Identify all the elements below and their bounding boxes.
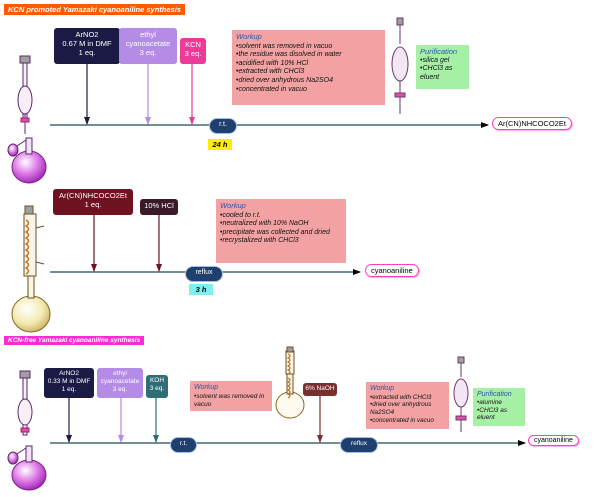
- workup-heading: Workup: [236, 32, 262, 41]
- time-badge: 24 h: [208, 139, 232, 150]
- workup-step: concentrated in vacuo: [236, 86, 381, 95]
- purification-step: alumine: [477, 399, 521, 407]
- product-label: cyanoaniline: [365, 264, 419, 277]
- reagent-line: 1 eq.: [84, 200, 102, 209]
- purification-step: CHCl3 as eluent: [420, 65, 465, 82]
- reagent-line: 3 eq.: [139, 48, 157, 57]
- reagent-line: ArNO2: [59, 370, 79, 377]
- reagent-box: 10% HCl: [140, 199, 178, 215]
- workup-heading: Workup: [370, 385, 395, 392]
- reagent-line: ArNO2: [75, 30, 99, 39]
- purification-step: CHCl3 as eluent: [477, 407, 521, 423]
- workup-heading: Workup: [194, 384, 219, 391]
- workup-step: neutralized with 10% NaOH: [220, 220, 342, 229]
- reagent-line: KCN: [185, 40, 201, 49]
- workup-step: solvent was removed in vacuo: [194, 393, 268, 409]
- workup-step: dried over anhydrous Na2SO4: [236, 77, 381, 86]
- reagent-line: 1 eq.: [61, 386, 77, 393]
- reagent-line: 3 eq.: [184, 49, 202, 58]
- purification-heading: Purification: [420, 47, 458, 56]
- purification-heading: Purification: [477, 391, 512, 398]
- reagent-box: KCN 3 eq.: [180, 38, 206, 64]
- workup-step: acidified with 10% HCl: [236, 60, 381, 69]
- reagent-box: Ar(CN)NHCOCO2Et 1 eq.: [53, 189, 133, 215]
- reagent-line: cyanoacetate: [125, 39, 171, 48]
- workup-step: dried over anhydrous Na2SO4: [370, 401, 445, 416]
- reagent-line: 3 eq.: [112, 386, 128, 393]
- reagent-line: Ar(CN)NHCOCO2Et: [59, 191, 127, 200]
- workup-step: cooled to r.t.: [220, 212, 342, 221]
- reagent-line: ethyl: [140, 30, 156, 39]
- reagent-line: 1 eq.: [78, 48, 96, 57]
- reagent-box: 6% NaOH: [303, 383, 337, 396]
- reagent-box: ethyl cyanoacetate 3 eq.: [97, 368, 143, 398]
- workup-step: concentrated in vacuo: [370, 417, 445, 425]
- condition-badge: reflux: [185, 266, 223, 282]
- reagent-line: 0.33 M in DMF: [47, 378, 91, 385]
- workup-step: extracted with CHCl3: [236, 68, 381, 77]
- purification-box: Purification alumine CHCl3 as eluent: [473, 388, 525, 426]
- reagent-line: 3 eq.: [149, 385, 165, 392]
- reflux-apparatus-icon: [11, 205, 51, 333]
- flask-apparatus-icon: [7, 55, 47, 184]
- product-label: cyanoaniline: [528, 435, 579, 446]
- condition-badge: reflux: [340, 437, 378, 453]
- reagent-box: KOH 3 eq.: [146, 375, 168, 398]
- reagent-box: ArNO2 0.67 M in DMF 1 eq.: [54, 28, 120, 64]
- separatory-funnel-icon: [453, 356, 469, 432]
- workup-box: Workup solvent was removed in vacuo: [190, 381, 272, 411]
- reflux-apparatus-icon: [275, 346, 305, 419]
- workup-box: Workup cooled to r.t. neutralized with 1…: [216, 199, 346, 263]
- flask-apparatus-icon: [7, 370, 47, 491]
- workup-heading: Workup: [220, 201, 246, 210]
- workup-step: precipitate was collected and dried: [220, 229, 342, 238]
- section-title: KCN promoted Yamazaki cyanoaniline synth…: [4, 4, 185, 15]
- workup-box: Workup solvent was removed in vacuo the …: [232, 30, 385, 105]
- workup-step: recrystalized with CHCl3: [220, 237, 342, 246]
- workup-step: the residue was disolved in water: [236, 51, 381, 60]
- reagent-line: 10% HCl: [144, 201, 174, 210]
- reagent-box: ArNO2 0.33 M in DMF 1 eq.: [44, 368, 94, 398]
- condition-badge: r.t.: [209, 118, 237, 134]
- reagent-box: ethyl cyanoacetate 3 eq.: [119, 28, 177, 64]
- purification-box: Purification silica gel CHCl3 as eluent: [416, 45, 469, 89]
- reagent-line: ethyl: [113, 370, 127, 377]
- time-badge: 3 h: [189, 284, 213, 295]
- section-title: KCN-free Yamazaki cyanoaniline synthesis: [4, 336, 145, 345]
- purification-step: silica gel: [420, 57, 465, 66]
- separatory-funnel-icon: [391, 17, 409, 114]
- reagent-line: KOH: [149, 377, 165, 384]
- reagent-line: cyanoacetate: [100, 378, 140, 385]
- workup-box: Workup extracted with CHCl3 dried over a…: [366, 382, 449, 429]
- product-label: Ar(CN)NHCOCO2Et: [492, 117, 572, 130]
- condition-badge: r.t.: [170, 437, 197, 453]
- workup-step: solvent was removed in vacuo: [236, 43, 381, 52]
- reagent-line: 6% NaOH: [305, 385, 335, 392]
- workup-step: extracted with CHCl3: [370, 394, 445, 402]
- reagent-line: 0.67 M in DMF: [62, 39, 112, 48]
